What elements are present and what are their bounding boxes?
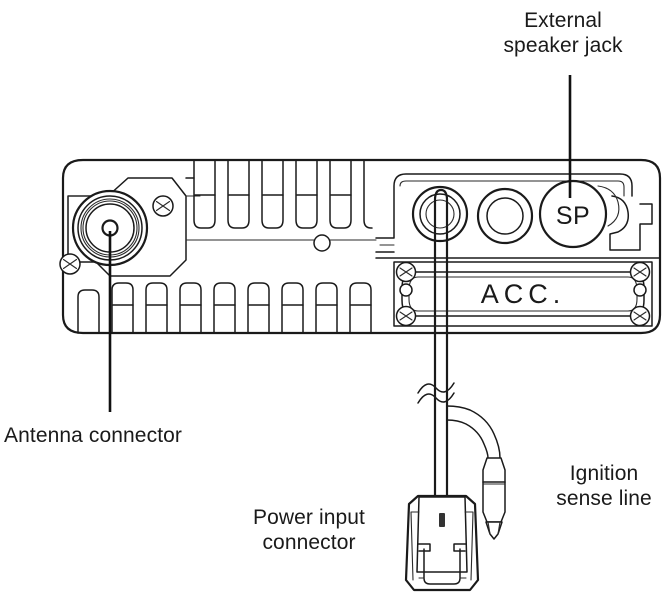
power-connector-body xyxy=(404,494,480,592)
label-antenna-connector: Antenna connector xyxy=(4,424,182,447)
sp-jack[interactable]: SP xyxy=(538,179,608,249)
acc-connector-plate: ACC. xyxy=(393,261,653,327)
heatsink-top-fins xyxy=(185,159,373,229)
acc-screw-bottom-right xyxy=(629,305,651,327)
acc-screw-bottom-left xyxy=(395,305,417,327)
fuse-holder xyxy=(482,457,506,540)
antenna-bracket-screw-top-right xyxy=(152,195,174,217)
label-ignition-sense-line: Ignition sense line xyxy=(556,462,652,510)
acc-screw-top-right xyxy=(629,261,651,283)
sp-jack-label: SP xyxy=(556,202,590,230)
ignition-sense-cable xyxy=(446,405,501,459)
heatsink-bottom-fins xyxy=(77,282,372,334)
acc-screw-top-left xyxy=(395,261,417,283)
antenna-bracket-screw-bottom-left xyxy=(59,253,81,275)
label-power-input-connector: Power input connector xyxy=(253,506,365,554)
power-cable xyxy=(417,188,455,499)
auxiliary-round-jack[interactable] xyxy=(476,187,534,245)
acc-port-label: ACC. xyxy=(481,279,566,309)
label-external-speaker-jack: External speaker jack xyxy=(503,9,623,57)
dc-power-jack[interactable] xyxy=(411,185,469,243)
acc-locating-hole-right xyxy=(633,283,647,297)
chassis-right-notch xyxy=(597,185,653,251)
jack-shelf-recess xyxy=(375,173,633,253)
acc-locating-hole-left xyxy=(399,283,413,297)
vent-hole xyxy=(313,234,331,252)
